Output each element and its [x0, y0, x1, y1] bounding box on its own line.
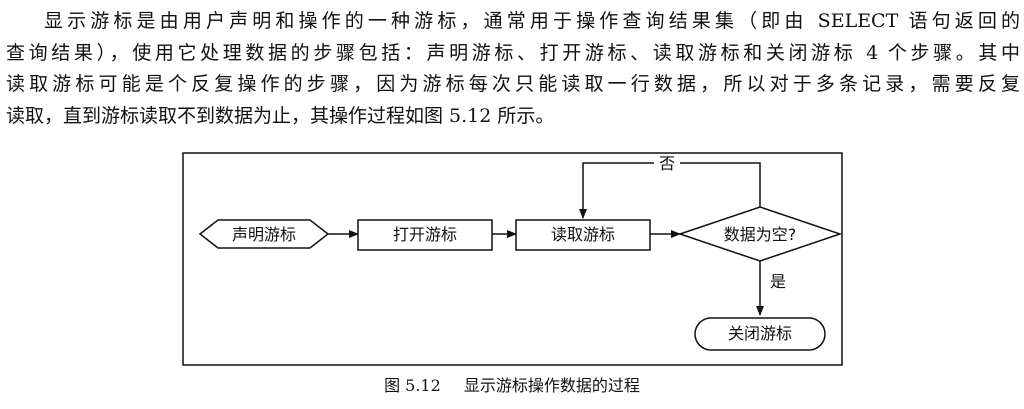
figure-caption-number: 图 5.12 [384, 376, 441, 395]
cursor-flow-diagram: 声明游标 打开游标 读取游标 数据为空? 否 是 关闭游标 [182, 152, 843, 366]
figure-caption: 图 5.12 显示游标操作数据的过程 [0, 372, 1024, 396]
node-fetch-cursor [515, 219, 651, 251]
node-fetch-cursor-label: 读取游标 [551, 225, 615, 244]
node-open-cursor-label: 打开游标 [393, 225, 457, 244]
node-declare-cursor-label: 声明游标 [232, 225, 296, 244]
edge-yes-label: 是 [770, 272, 786, 291]
edge-no-label: 否 [659, 154, 675, 173]
paragraph-line-4: 读取，直到游标读取不到数据为止，其操作过程如图 5.12 所示。 [6, 104, 555, 127]
diagram-svg: 声明游标 打开游标 读取游标 数据为空? 否 是 关闭游标 [182, 152, 843, 366]
node-close-cursor-label: 关闭游标 [728, 324, 792, 343]
paragraph-line-3: 读取游标可能是个反复操作的步骤，因为游标每次只能读取一行数据，所以对于多条记录，… [6, 73, 1020, 95]
no-label-bg [654, 154, 680, 172]
node-data-empty-decision [677, 206, 843, 262]
body-paragraph: 显示游标是由用户声明和操作的一种游标，通常用于操作查询结果集（即由 SELECT… [6, 6, 1020, 132]
node-data-empty-decision-label: 数据为空? [724, 225, 797, 244]
diagram-frame [182, 152, 843, 366]
figure-caption-text: 显示游标操作数据的过程 [463, 376, 640, 395]
paragraph-line-1: 显示游标是由用户声明和操作的一种游标，通常用于操作查询结果集（即由 SELECT… [44, 10, 1020, 32]
node-close-cursor [694, 317, 826, 351]
paragraph-line-2: 查询结果），使用它处理数据的步骤包括：声明游标、打开游标、读取游标和关闭游标 4… [6, 41, 1020, 64]
node-open-cursor [357, 219, 493, 251]
